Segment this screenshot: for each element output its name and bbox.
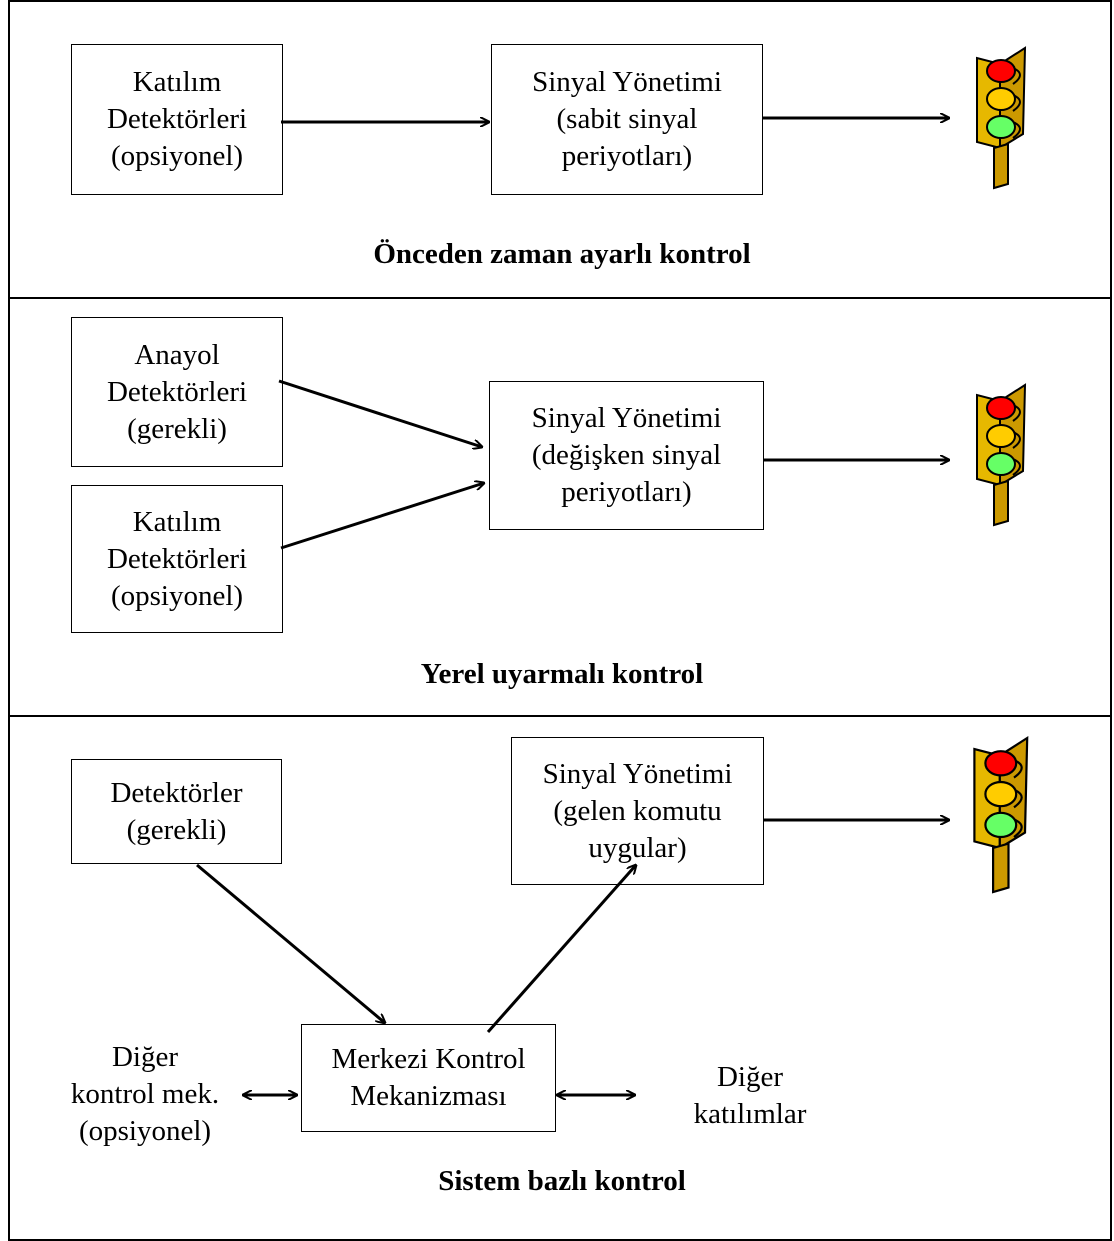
join-detector-box: Katılım Detektörleri (opsiyonel) [71, 485, 283, 633]
traffic-light-icon [976, 384, 1026, 526]
box-line: Katılım [132, 505, 222, 538]
box-line: Sinyal Yönetimi [532, 66, 722, 98]
panel-system-based-control: Detektörler (gerekli) Sinyal Yönetimi (g… [8, 715, 1112, 1241]
box-line: Sinyal Yönetimi [542, 757, 733, 790]
box-line: (gelen komutu [553, 794, 722, 827]
box-line: Detektörleri [106, 103, 248, 135]
main-road-detector-box: Anayol Detektörleri (gerekli) [71, 317, 283, 467]
panel-caption: Yerel uyarmalı kontrol [420, 658, 704, 690]
box-line: Merkezi Kontrol [331, 1043, 526, 1075]
arrow-central-to-signal [486, 865, 636, 1033]
signal-management-box: Sinyal Yönetimi (gelen komutu uygular) [511, 737, 764, 885]
detectors-box: Detektörler (gerekli) [71, 759, 282, 864]
label-line: katılımlar [693, 1098, 807, 1130]
panel-pretimed-control: Katılım Detektörleri (opsiyonel) Sinyal … [8, 0, 1112, 299]
other-joins-label: Diğer katılımlar [660, 1059, 840, 1133]
box-line: Sinyal Yönetimi [531, 402, 722, 434]
box-line: Detektörleri [106, 375, 248, 408]
other-control-label: Diğer kontrol mek. (opsiyonel) [50, 1039, 240, 1150]
arrow-detectors-to-central [196, 863, 385, 1023]
arrow-join-detector-to-signal [280, 483, 484, 550]
panel-local-actuated-control: Anayol Detektörleri (gerekli) Katılım De… [8, 297, 1112, 717]
box-line: Detektörleri [106, 542, 248, 575]
box-line: (gerekli) [126, 813, 227, 846]
traffic-light-icon [973, 736, 1029, 894]
box-line: Katılım [132, 66, 222, 98]
label-line: Diğer [716, 1061, 784, 1093]
box-line: (opsiyonel) [110, 140, 244, 172]
box-line: Anayol [134, 338, 220, 371]
central-control-box: Merkezi Kontrol Mekanizması [301, 1024, 556, 1132]
detector-box: Katılım Detektörleri (opsiyonel) [71, 44, 283, 195]
arrow-main-detector-to-signal [278, 379, 482, 447]
signal-management-box: Sinyal Yönetimi (sabit sinyal periyotlar… [491, 44, 763, 195]
box-line: Detektörler [110, 776, 243, 809]
box-line: uygular) [588, 831, 687, 864]
box-line: (opsiyonel) [110, 579, 244, 612]
panel-caption: Sistem bazlı kontrol [438, 1165, 686, 1197]
label-line: (opsiyonel) [78, 1115, 212, 1147]
box-line: (değişken sinyal [531, 439, 722, 471]
box-line: periyotları) [561, 476, 692, 508]
box-line: Mekanizması [350, 1080, 507, 1112]
box-line: (gerekli) [127, 412, 227, 445]
traffic-light-icon [976, 47, 1026, 189]
box-line: periyotları) [561, 140, 693, 172]
label-line: Diğer [111, 1041, 179, 1073]
label-line: kontrol mek. [70, 1078, 220, 1110]
box-line: (sabit sinyal [556, 103, 698, 135]
panel-caption: Önceden zaman ayarlı kontrol [373, 238, 751, 270]
signal-management-box: Sinyal Yönetimi (değişken sinyal periyot… [489, 381, 764, 530]
